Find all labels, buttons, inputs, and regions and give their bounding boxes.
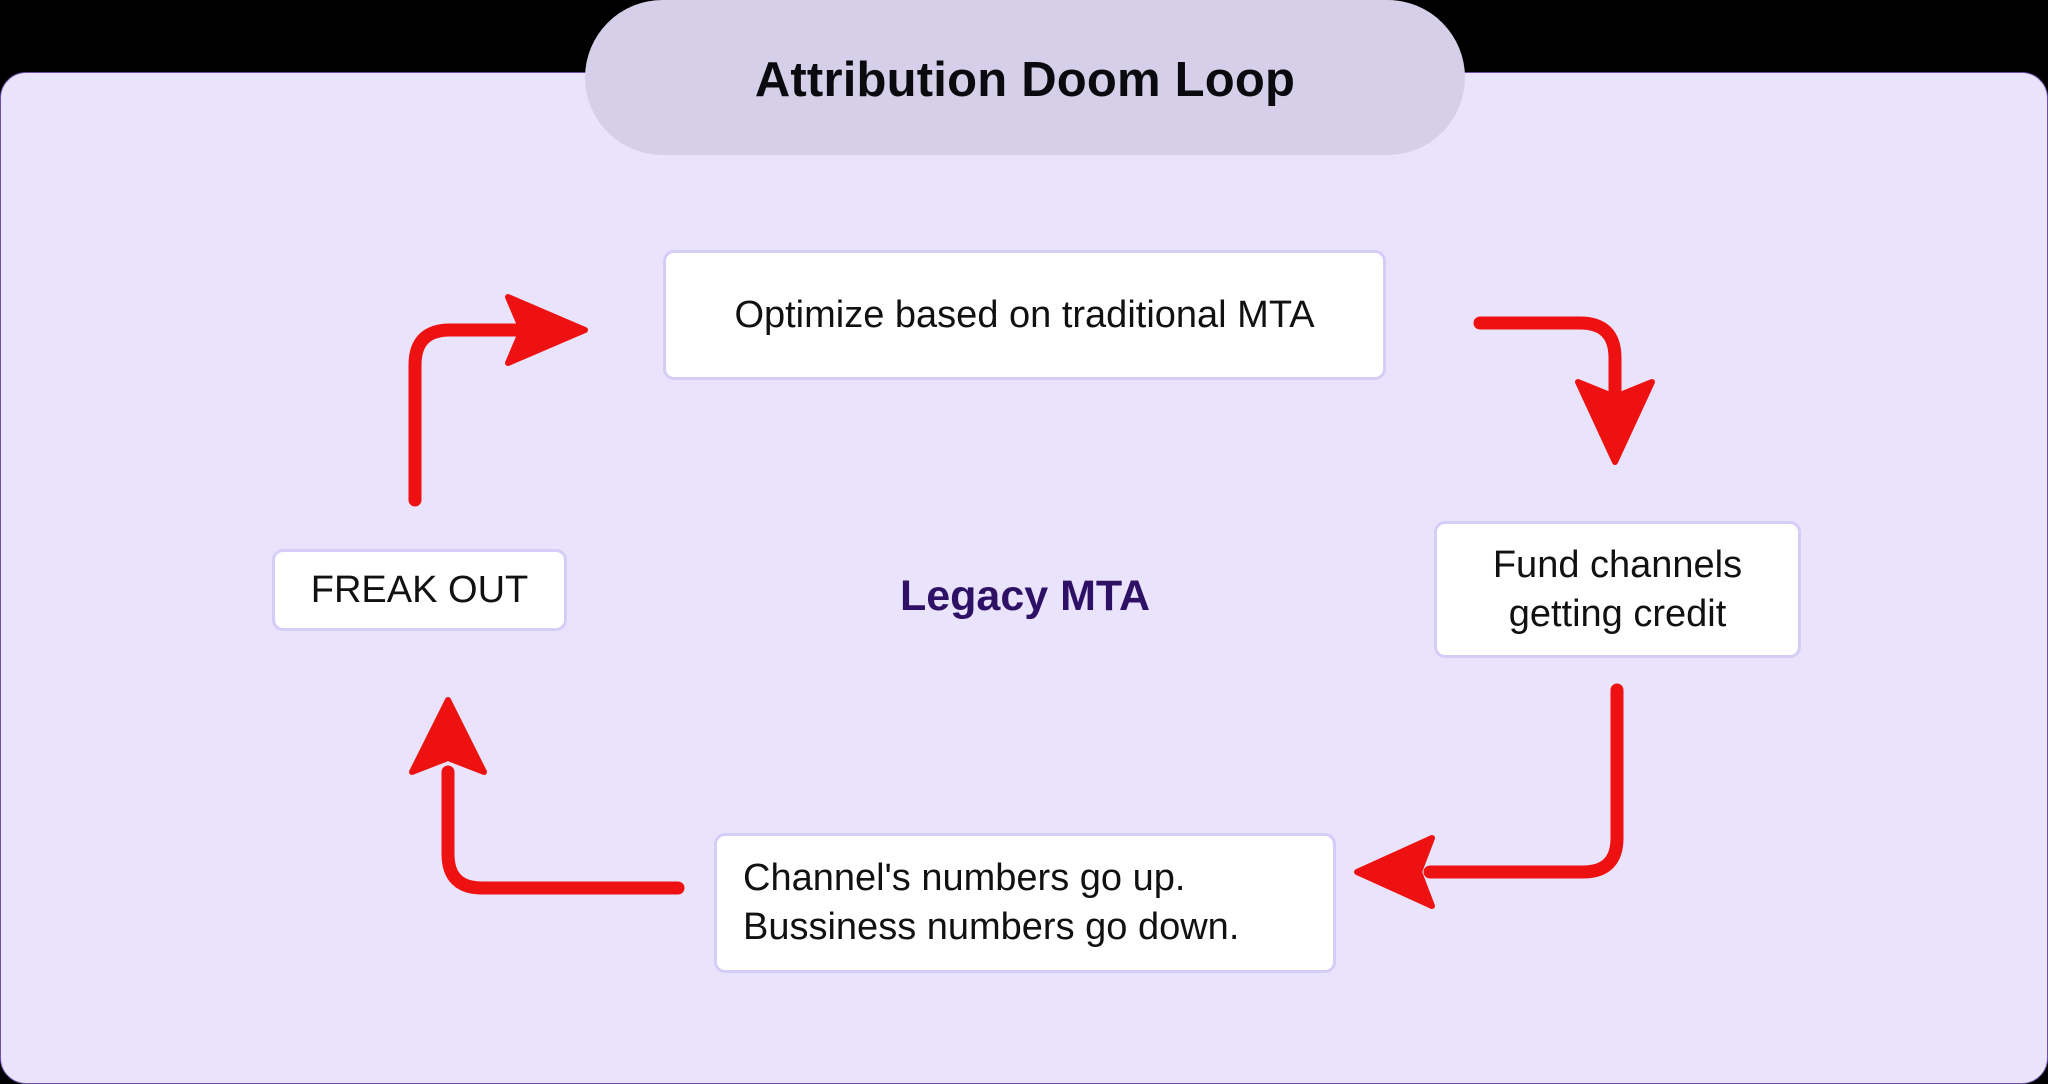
center-label-legacy-mta: Legacy MTA [899, 572, 1151, 620]
node-channel-numbers-label: Channel's numbers go up. Bussiness numbe… [743, 857, 1240, 948]
node-optimize[interactable]: Optimize based on traditional MTA [663, 250, 1386, 380]
node-fund-channels[interactable]: Fund channels getting credit [1434, 521, 1801, 658]
node-fund-channels-label: Fund channels getting credit [1492, 543, 1743, 635]
node-channel-numbers[interactable]: Channel's numbers go up. Bussiness numbe… [714, 833, 1336, 973]
diagram-title-pill: Attribution Doom Loop [585, 0, 1465, 155]
node-optimize-label: Optimize based on traditional MTA [734, 293, 1315, 336]
node-freak-out-label: FREAK OUT [310, 568, 529, 611]
node-freak-out[interactable]: FREAK OUT [272, 549, 567, 631]
page-title: Attribution Doom Loop [754, 53, 1296, 107]
